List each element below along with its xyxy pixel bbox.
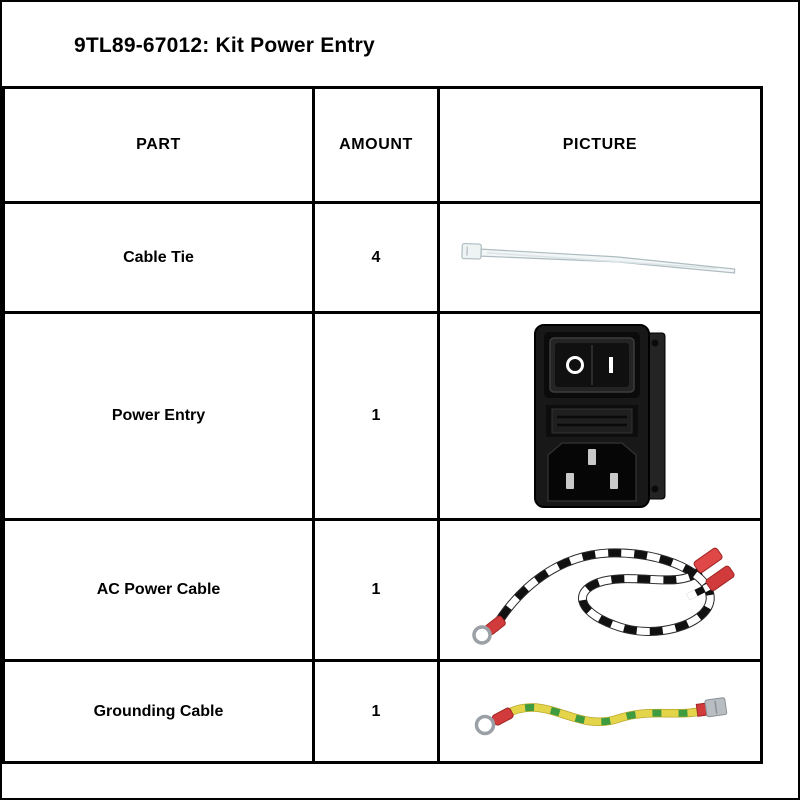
part-picture-cell — [437, 659, 763, 764]
cable-tie-image — [461, 242, 736, 274]
part-name: Grounding Cable — [2, 659, 315, 764]
table-row-ac-power-cable: AC Power Cable 1 — [2, 518, 763, 662]
part-picture-cell — [437, 311, 763, 521]
column-header-picture: PICTURE — [437, 86, 763, 204]
grounding-cable-image — [474, 696, 728, 735]
part-name: Cable Tie — [2, 201, 315, 314]
part-amount: 1 — [312, 518, 440, 662]
column-header-amount: AMOUNT — [312, 86, 440, 204]
part-amount: 1 — [312, 659, 440, 764]
part-amount: 1 — [312, 311, 440, 521]
ac-power-cable-image — [472, 547, 735, 645]
table-header-row: PART AMOUNT PICTURE — [2, 86, 763, 204]
column-header-part: PART — [2, 86, 315, 204]
table-row-power-entry: Power Entry 1 — [2, 311, 763, 521]
table-row-cable-tie: Cable Tie 4 — [2, 201, 763, 314]
parts-table: PART AMOUNT PICTURE Cable Tie 4 — [2, 86, 763, 764]
power-entry-module-image — [534, 324, 666, 508]
part-picture-cell — [437, 201, 763, 314]
page-title: 9TL89-67012: Kit Power Entry — [74, 34, 375, 57]
part-name: AC Power Cable — [2, 518, 315, 662]
part-picture-cell — [437, 518, 763, 662]
part-amount: 4 — [312, 201, 440, 314]
part-name: Power Entry — [2, 311, 315, 521]
table-row-grounding-cable: Grounding Cable 1 — [2, 659, 763, 764]
